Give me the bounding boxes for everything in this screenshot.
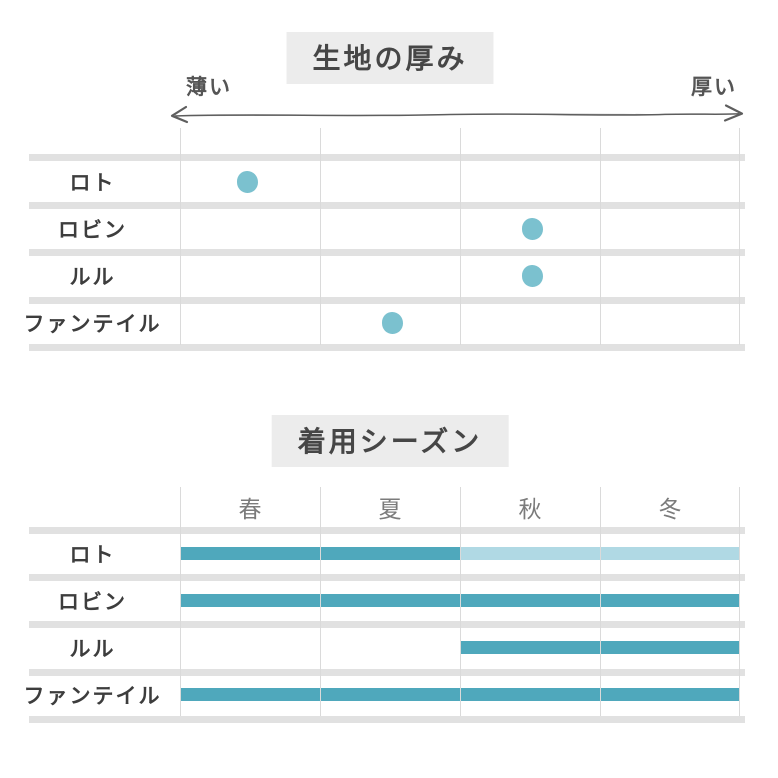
gridline (739, 487, 740, 716)
thickness-row-label-lulu: ルル (69, 266, 116, 289)
season-header-spring: 春 (238, 496, 262, 522)
season-bar-segment (180, 688, 739, 701)
season-bar-segment (180, 547, 460, 560)
season-header-autumn: 秋 (518, 496, 542, 522)
thickness-row-label-fantail: ファンテイル (23, 313, 162, 336)
season-bar-lulu (180, 641, 739, 654)
thickness-dot-roto (236, 171, 258, 193)
row-separator (29, 621, 745, 628)
thickness-dot-robin (521, 218, 543, 240)
season-bar-robin (180, 594, 739, 607)
row-separator (29, 669, 745, 676)
thickness-row-label-robin: ロビン (58, 219, 127, 242)
gridline (460, 487, 461, 716)
season-row-label-roto: ロト (69, 544, 116, 567)
season-row-label-lulu: ルル (69, 638, 116, 661)
gridline (320, 128, 321, 345)
row-separator (29, 249, 745, 256)
thickness-row-label-roto: ロト (69, 172, 116, 195)
season-header-winter: 冬 (658, 496, 682, 522)
gridline (739, 128, 740, 345)
scale-label-thick: 厚い (691, 76, 737, 99)
season-bar-segment (459, 641, 739, 654)
season-bar-segment (180, 594, 739, 607)
season-bar-segment (459, 547, 739, 560)
season-bar-roto (180, 547, 739, 560)
row-separator (29, 297, 745, 304)
thickness-dot-lulu (521, 265, 543, 287)
gridline (600, 128, 601, 345)
gridline (460, 128, 461, 345)
season-row-label-fantail: ファンテイル (23, 685, 162, 708)
season-bar-fantail (180, 688, 739, 701)
scale-label-thin: 薄い (186, 76, 232, 99)
season-header-summer: 夏 (378, 496, 402, 522)
season-chart-title: 着用シーズン (271, 415, 509, 467)
gridline (320, 487, 321, 716)
row-separator (29, 154, 745, 161)
thickness-dot-fantail (381, 312, 403, 334)
season-row-label-robin: ロビン (58, 591, 127, 614)
thickness-chart-title: 生地の厚み (286, 32, 494, 84)
row-separator (29, 344, 745, 351)
row-separator (29, 202, 745, 209)
row-separator (29, 527, 745, 534)
row-separator (29, 574, 745, 581)
thickness-scale-arrow-icon (170, 104, 744, 124)
gridline (180, 128, 181, 345)
row-separator (29, 716, 745, 723)
gridline (600, 487, 601, 716)
gridline (180, 487, 181, 716)
